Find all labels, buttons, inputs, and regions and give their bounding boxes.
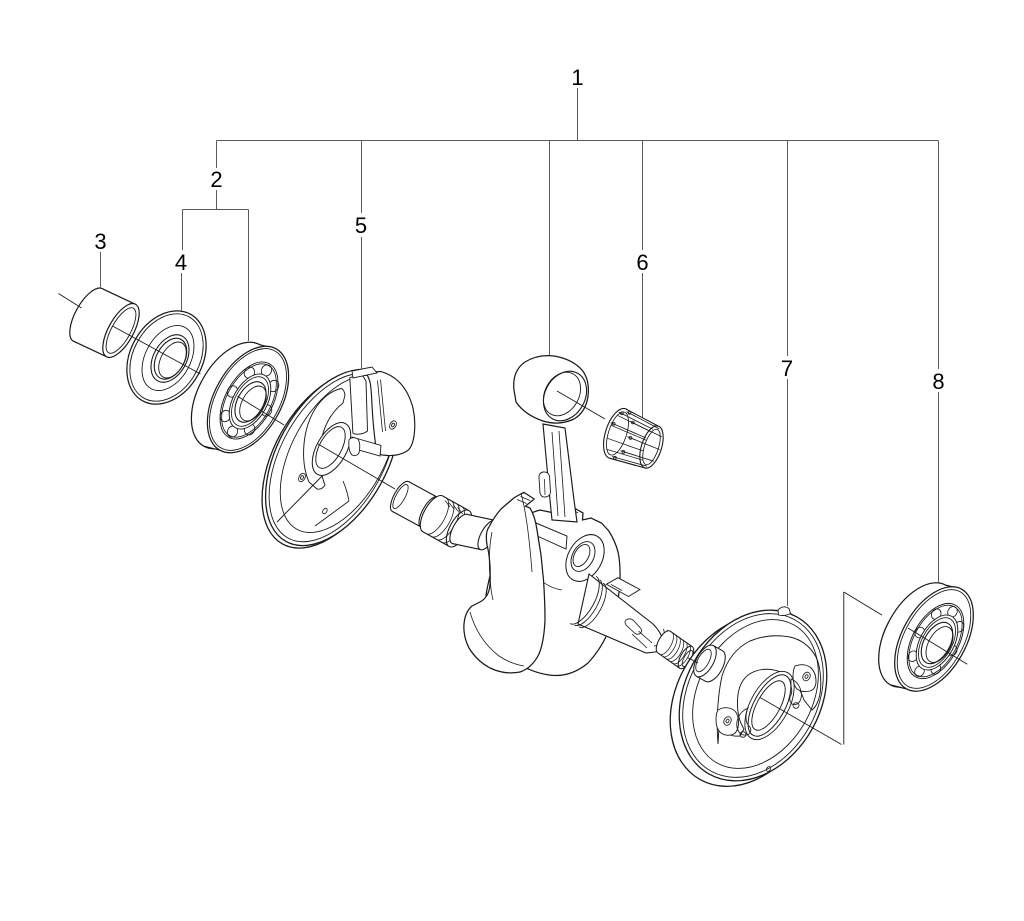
svg-text:4: 4 bbox=[175, 250, 187, 275]
svg-text:6: 6 bbox=[636, 250, 648, 275]
svg-text:3: 3 bbox=[94, 229, 106, 254]
svg-text:8: 8 bbox=[932, 369, 944, 394]
svg-text:5: 5 bbox=[355, 213, 367, 238]
svg-text:7: 7 bbox=[781, 356, 793, 381]
svg-text:1: 1 bbox=[571, 65, 583, 90]
svg-text:2: 2 bbox=[210, 167, 222, 192]
